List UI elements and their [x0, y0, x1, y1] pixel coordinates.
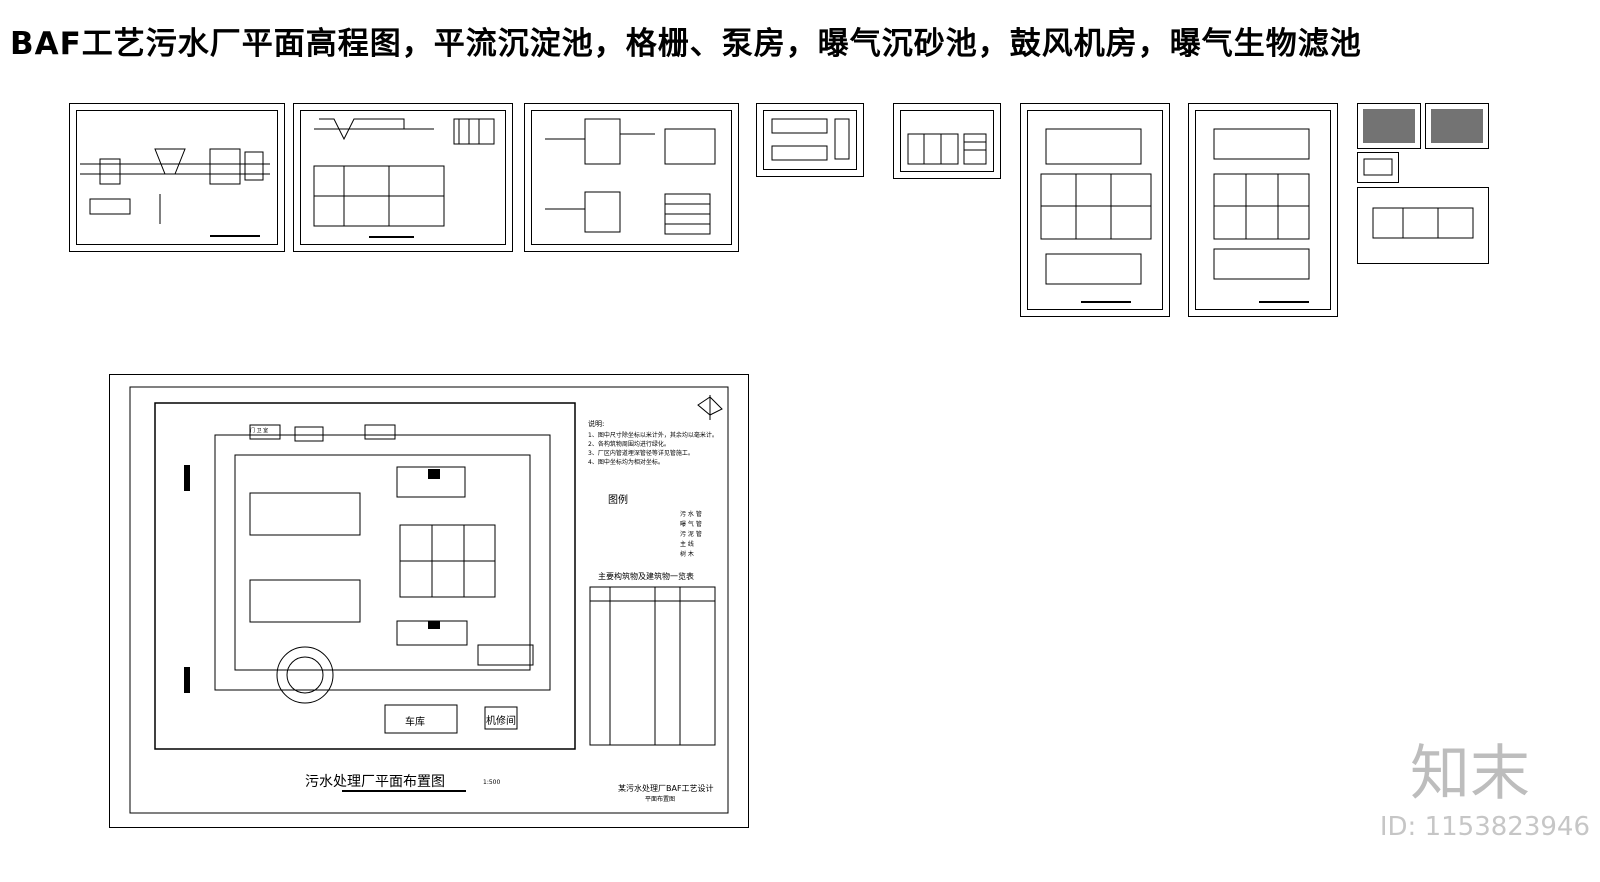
- garage-label: 车库: [405, 717, 425, 728]
- drawing-sheet-detail-2[interactable]: [1425, 103, 1489, 149]
- note-2: 2、各构筑物周围均进行绿化。: [588, 441, 670, 448]
- elevation-profile-drawing: [80, 148, 270, 237]
- legend-item-main: 主 线: [680, 541, 694, 548]
- project-title: 某污水处理厂BAF工艺设计: [618, 784, 714, 793]
- baf-plan-1-drawing: [1040, 128, 1152, 303]
- drawing-sheet-detail-3[interactable]: [1357, 152, 1399, 183]
- note-1: 1、图中尺寸除坐标以米计外，其余均以毫米计。: [588, 432, 718, 439]
- note-4: 4、图中坐标均为相对坐标。: [588, 459, 664, 466]
- drawing-sheet-detail-1[interactable]: [1357, 103, 1421, 149]
- plan-title: 污水处理厂平面布置图: [305, 774, 445, 790]
- legend-item-trees: 树 木: [680, 551, 694, 558]
- drawing-sheet-elevation-profile[interactable]: [69, 103, 285, 252]
- project-subtitle: 平面布置图: [645, 796, 676, 803]
- drawing-sheet-baf-plan-2[interactable]: [1188, 103, 1338, 317]
- page-title: BAF工艺污水厂平面高程图，平流沉淀池，格栅、泵房，曝气沉砂池，鼓风机房，曝气生…: [10, 26, 1362, 62]
- table-heading: 主要构筑物及建筑物一览表: [598, 572, 694, 581]
- legend-heading: 图例: [608, 495, 628, 506]
- gate-label: 门 卫 室: [250, 428, 269, 434]
- note-3: 3、厂区内管道埋深管径等详见管施工。: [588, 450, 694, 457]
- drawing-sheet-detail-4[interactable]: [1357, 187, 1489, 264]
- drawing-sheet-aerated-grit-chamber[interactable]: [756, 103, 864, 177]
- drawing-sheet-blower-room[interactable]: [893, 103, 1001, 179]
- grille-pump-house-drawing: [545, 118, 716, 235]
- sedimentation-tank-drawing: [313, 118, 495, 238]
- drawing-sheet-baf-plan-1[interactable]: [1020, 103, 1170, 317]
- notes-heading: 说明:: [588, 420, 605, 428]
- drawing-sheet-sedimentation-tank[interactable]: [293, 103, 513, 252]
- drawing-sheet-grille-pump-house[interactable]: [524, 103, 739, 252]
- watermark-id: ID: 1153823946: [1379, 812, 1590, 842]
- legend-item-sludge: 污 泥 管: [680, 531, 702, 538]
- drawing-sheet-site-plan[interactable]: 说明: 1、图中尺寸除坐标以米计外，其余均以毫米计。 2、各构筑物周围均进行绿化…: [109, 374, 749, 828]
- watermark-logo: 知末: [1410, 739, 1530, 809]
- plan-scale: 1:500: [483, 779, 501, 786]
- blower-room-drawing: [907, 133, 987, 165]
- legend-item-sewage: 污 水 管: [680, 511, 702, 518]
- repair-label: 机修间: [486, 716, 516, 727]
- site-plan-drawing: [129, 386, 729, 814]
- baf-plan-2-drawing: [1213, 128, 1310, 303]
- legend-item-aeration: 曝 气 管: [680, 521, 702, 528]
- grit-chamber-drawing: [771, 118, 850, 161]
